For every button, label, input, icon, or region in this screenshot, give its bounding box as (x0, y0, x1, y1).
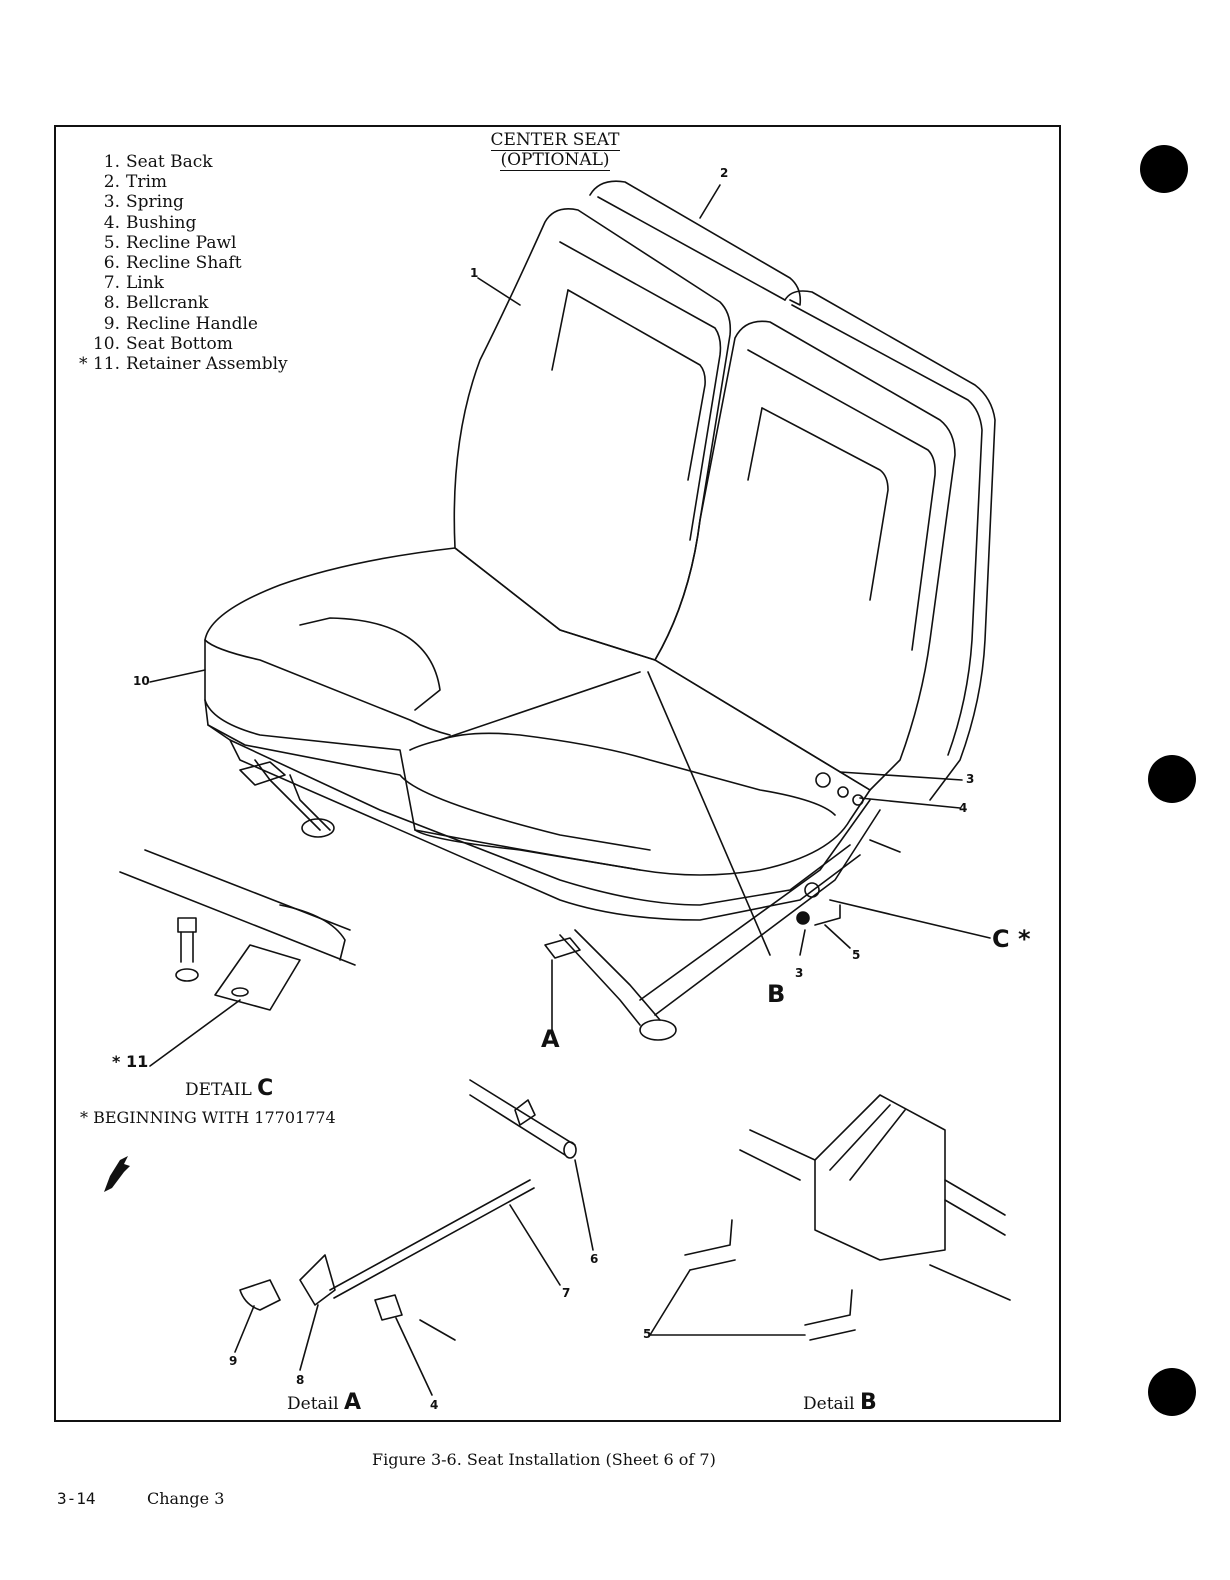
legend-item-number: 6. (103, 253, 120, 274)
binder-hole-middle (1148, 755, 1196, 803)
binder-hole-bottom (1148, 1368, 1196, 1416)
detail-b-word: Detail (803, 1394, 855, 1414)
center-seat-title: CENTER SEAT (OPTIONAL) (470, 131, 640, 171)
legend-item-number: 9. (103, 313, 120, 334)
callout-2: 2 (720, 166, 729, 180)
callout-3-lower: 3 (795, 966, 804, 980)
legend-item: 4. Bushing (62, 213, 288, 233)
pointing-hand-icon (104, 1156, 130, 1192)
legend-item: * 11. Retainer Assembly (62, 354, 288, 374)
callout-4: 4 (959, 801, 968, 815)
legend-item: 1. Seat Back (62, 152, 288, 172)
legend-item-label: Bellcrank (126, 293, 209, 314)
detail-b-housing (814, 1094, 946, 1261)
legend-item-number: 10. (92, 333, 120, 354)
legend-item-label: Retainer Assembly (126, 354, 288, 375)
callout-9: 9 (229, 1354, 238, 1368)
legend-item: 9. Recline Handle (62, 314, 288, 334)
detail-marker-c: C * (992, 925, 1031, 953)
detail-b-pawl (684, 1219, 736, 1271)
callout-4-detail-a: 4 (430, 1398, 439, 1412)
legend-item: 8. Bellcrank (62, 293, 288, 313)
page-number: 3-14 (57, 1489, 96, 1508)
legend-item: 3. Spring (62, 192, 288, 212)
detail-a-handle (239, 1279, 281, 1311)
detail-a-word: Detail (287, 1394, 339, 1414)
detail-marker-b: B (767, 980, 786, 1008)
legend-item-label: Trim (126, 172, 168, 193)
legend-item-number: 7. (103, 273, 120, 294)
detail-c-word: DETAIL (185, 1080, 252, 1100)
detail-b-letter: B (859, 1390, 877, 1415)
legend-item-label: Recline Shaft (126, 253, 242, 274)
legend-item-label: Link (126, 273, 164, 294)
legend-item: 10. Seat Bottom (62, 334, 288, 354)
detail-a-shaft (469, 1079, 576, 1146)
callout-5: 5 (852, 948, 861, 962)
callout-3: 3 (966, 772, 975, 786)
detail-a-bellcrank (299, 1254, 336, 1306)
legend-item-number: 5. (103, 232, 120, 253)
callout-5-detail-b: 5 (643, 1327, 652, 1341)
detail-a-label: Detail A (287, 1390, 361, 1415)
detail-marker-a: A (541, 1025, 560, 1053)
seat-back-trim (589, 180, 802, 306)
serial-note: * BEGINNING WITH 17701774 (80, 1108, 336, 1127)
callout-10: 10 (133, 674, 150, 688)
legend-item: 2. Trim (62, 172, 288, 192)
legend-item: 7. Link (62, 273, 288, 293)
seat-bottom (204, 547, 871, 876)
seat-back-right (654, 320, 956, 791)
legend-item-label: Recline Handle (126, 313, 258, 334)
legend-item-label: Seat Back (126, 152, 213, 172)
legend-item-number: 3. (103, 192, 120, 213)
seat-back-left (453, 208, 732, 661)
parts-legend: 1. Seat Back 2. Trim 3. Spring 4. Bushing 5. Recl… (62, 152, 288, 374)
legend-item: 6. Recline Shaft (62, 253, 288, 273)
callout-11: * 11 (112, 1052, 149, 1071)
legend-item-label: Bushing (126, 212, 197, 233)
detail-c-letter: C (257, 1076, 274, 1101)
callout-1: 1 (470, 266, 479, 280)
figure-frame (54, 125, 1061, 1422)
figure-caption: Figure 3-6. Seat Installation (Sheet 6 o… (372, 1450, 716, 1469)
callout-6: 6 (590, 1252, 599, 1266)
legend-item-number: * 11. (79, 354, 120, 375)
detail-b-label: Detail B (803, 1390, 877, 1415)
binder-hole-top (1140, 145, 1188, 193)
detail-c-label: DETAIL C (185, 1076, 273, 1101)
legend-item-label: Recline Pawl (126, 232, 237, 253)
legend-item-number: 1. (103, 152, 120, 172)
callout-7: 7 (562, 1286, 571, 1300)
center-seat-title-line2: (OPTIONAL) (500, 150, 610, 171)
legend-item-label: Seat Bottom (126, 333, 233, 354)
change-number: Change 3 (147, 1489, 225, 1508)
legend-item-number: 8. (103, 293, 120, 314)
seat-frame (207, 724, 851, 906)
center-seat-title-line1: CENTER SEAT (490, 130, 620, 151)
detail-a-letter: A (343, 1390, 361, 1415)
detail-a-link (329, 1179, 531, 1291)
legend-item-number: 4. (103, 212, 120, 233)
legend-item: 5. Recline Pawl (62, 233, 288, 253)
seat-back-trim-right (784, 290, 996, 801)
legend-item-label: Spring (126, 192, 184, 213)
legend-item-number: 2. (103, 172, 120, 193)
callout-8: 8 (296, 1373, 305, 1387)
